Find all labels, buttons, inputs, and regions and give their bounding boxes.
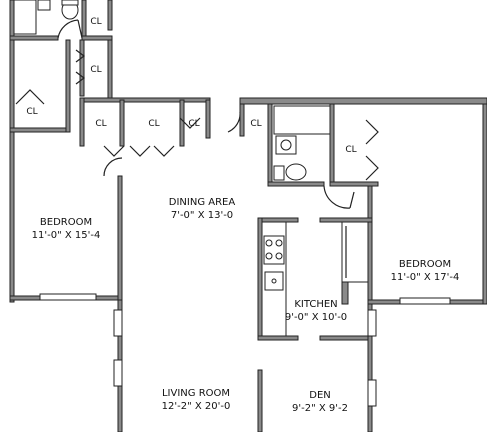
room-dims-living: 12'-2" X 20'-0 [162, 401, 231, 412]
toilet [285, 163, 307, 181]
sink [37, 0, 51, 11]
living-den-walls [113, 299, 377, 432]
door-swing [227, 111, 241, 133]
closet-label: CL [250, 119, 261, 129]
bedroom-left-walls [9, 39, 123, 303]
room-name-living: LIVING ROOM [162, 388, 230, 399]
bathroom-top-left [9, 0, 113, 41]
kitchen [257, 217, 373, 341]
door-swing [57, 19, 79, 39]
room-dims-dining: 7'-0" X 13'-0 [171, 210, 233, 221]
door-swing [103, 157, 123, 177]
closet-label: CL [95, 119, 106, 129]
bathtub [13, 0, 37, 35]
bathroom-right: CL [227, 97, 487, 187]
room-dims-den: 9'-2" X 9'-2 [292, 403, 348, 414]
bedroom-right-walls [367, 103, 487, 305]
window [399, 297, 451, 305]
closet-top-2: CL [75, 39, 113, 101]
door-swing [323, 185, 351, 209]
closet-label: CL [188, 119, 199, 129]
closet-right: CL [323, 103, 379, 209]
window [113, 359, 123, 387]
room-name-bedroom-left: BEDROOM [40, 217, 92, 228]
room-name-kitchen: KITCHEN [294, 299, 337, 310]
window [113, 309, 123, 337]
closet-label: CL [90, 65, 101, 75]
closet-label: CL [148, 119, 159, 129]
room-name-bedroom-right: BEDROOM [399, 259, 451, 270]
closet-row: CL CL CL [79, 97, 211, 157]
room-dims-bedroom-right: 11'-0" X 17'-4 [391, 272, 460, 283]
window [367, 379, 377, 407]
bathtub [273, 105, 331, 135]
room-name-den: DEN [309, 390, 331, 401]
window [39, 293, 97, 301]
closet-label: CL [26, 107, 37, 117]
closet-label: CL [90, 17, 101, 27]
room-name-dining: DINING AREA [169, 197, 236, 208]
closet-bedroom-left: CL [15, 89, 45, 117]
room-dims-kitchen: 9'-0" X 10'-0 [285, 312, 347, 323]
window [367, 309, 377, 337]
closet-label: CL [345, 145, 356, 155]
room-dims-bedroom-left: 11'-0" X 15'-4 [32, 230, 101, 241]
